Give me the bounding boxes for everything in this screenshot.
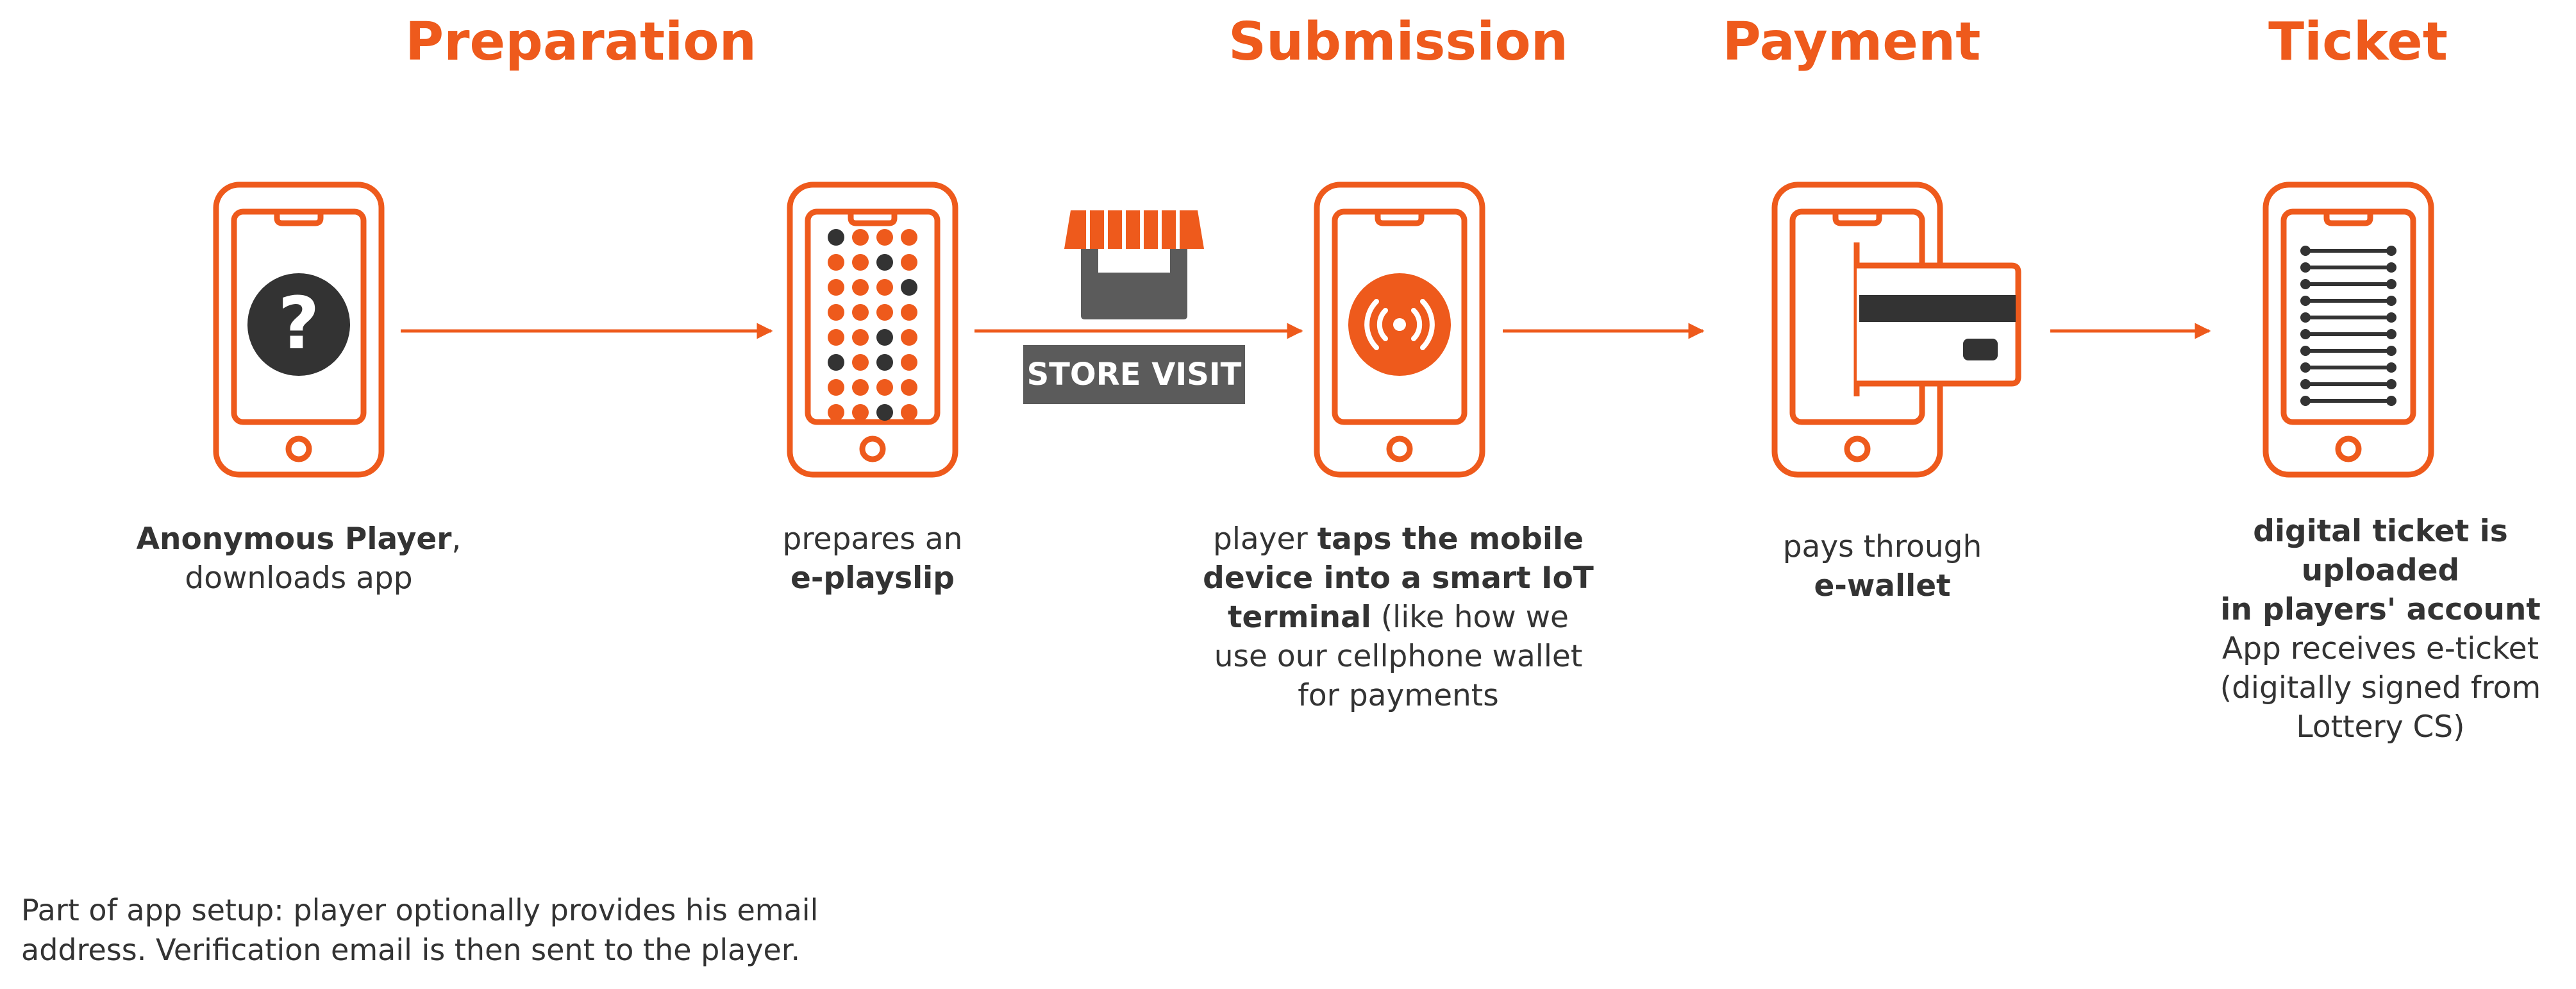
ticket-icon xyxy=(2300,246,2396,406)
playslip-dot xyxy=(901,354,917,371)
stage-title-submission: Submission xyxy=(1228,12,1569,72)
playslip-dot xyxy=(828,304,844,321)
phone-playslip xyxy=(790,185,955,475)
footnote: Part of app setup: player optionally pro… xyxy=(21,893,819,967)
playslip-dot xyxy=(901,229,917,246)
playslip-dot xyxy=(876,404,893,421)
phone-submission xyxy=(1317,185,1482,475)
playslip-dot xyxy=(828,329,844,346)
ticket-line xyxy=(2300,362,2396,373)
caption-ticket: digital ticket is uploaded in players' a… xyxy=(2220,514,2541,745)
playslip-dot xyxy=(876,254,893,271)
playslip-dot xyxy=(876,329,893,346)
smartphone-icon xyxy=(790,185,955,475)
playslip-dot xyxy=(828,404,844,421)
ticket-line xyxy=(2300,396,2396,406)
store-visit-label: STORE VISIT xyxy=(1023,345,1245,404)
caption-playslip: prepares an e-playslip xyxy=(782,521,963,596)
phone-download: ? xyxy=(216,185,381,475)
ticket-line xyxy=(2300,262,2396,273)
playslip-dot xyxy=(901,279,917,296)
playslip-dot xyxy=(828,229,844,246)
ticket-line xyxy=(2300,279,2396,289)
playslip-dot xyxy=(828,379,844,396)
storefront-icon xyxy=(1064,210,1204,319)
caption-submission: player taps the mobile device into a sma… xyxy=(1203,521,1594,713)
ticket-line xyxy=(2300,329,2396,339)
question-icon: ? xyxy=(247,273,350,376)
playslip-dot xyxy=(876,229,893,246)
playslip-dot xyxy=(852,379,869,396)
playslip-dot xyxy=(828,354,844,371)
stage-title-preparation: Preparation xyxy=(405,12,757,72)
playslip-dot xyxy=(852,329,869,346)
playslip-dot xyxy=(852,354,869,371)
playslip-dot xyxy=(852,304,869,321)
smartphone-icon xyxy=(2266,185,2431,475)
playslip-dot xyxy=(901,404,917,421)
playslip-grid-icon xyxy=(828,229,917,421)
ticket-line xyxy=(2300,296,2396,306)
nfc-icon xyxy=(1348,273,1451,376)
phone-ticket xyxy=(2266,185,2431,475)
playslip-dot xyxy=(852,404,869,421)
playslip-dot xyxy=(901,254,917,271)
caption-download: Anonymous Player, downloads app xyxy=(136,521,462,596)
playslip-dot xyxy=(828,254,844,271)
ticket-line xyxy=(2300,312,2396,323)
ticket-line xyxy=(2300,379,2396,389)
playslip-dot xyxy=(876,304,893,321)
playslip-dot xyxy=(901,304,917,321)
playslip-dot xyxy=(852,229,869,246)
playslip-dot xyxy=(852,279,869,296)
ticket-line xyxy=(2300,346,2396,356)
playslip-dot xyxy=(876,279,893,296)
phone-payment xyxy=(1775,185,2021,475)
playslip-dot xyxy=(876,379,893,396)
stage-title-ticket: Ticket xyxy=(2268,12,2448,72)
credit-card-icon xyxy=(1853,242,2021,396)
ticket-line xyxy=(2300,246,2396,256)
caption-payment: pays through e-wallet xyxy=(1782,529,1982,604)
stage-title-payment: Payment xyxy=(1722,12,1981,72)
playslip-dot xyxy=(828,279,844,296)
question-glyph: ? xyxy=(278,282,320,366)
playslip-dot xyxy=(876,354,893,371)
playslip-dot xyxy=(901,379,917,396)
playslip-dot xyxy=(901,329,917,346)
playslip-dot xyxy=(852,254,869,271)
